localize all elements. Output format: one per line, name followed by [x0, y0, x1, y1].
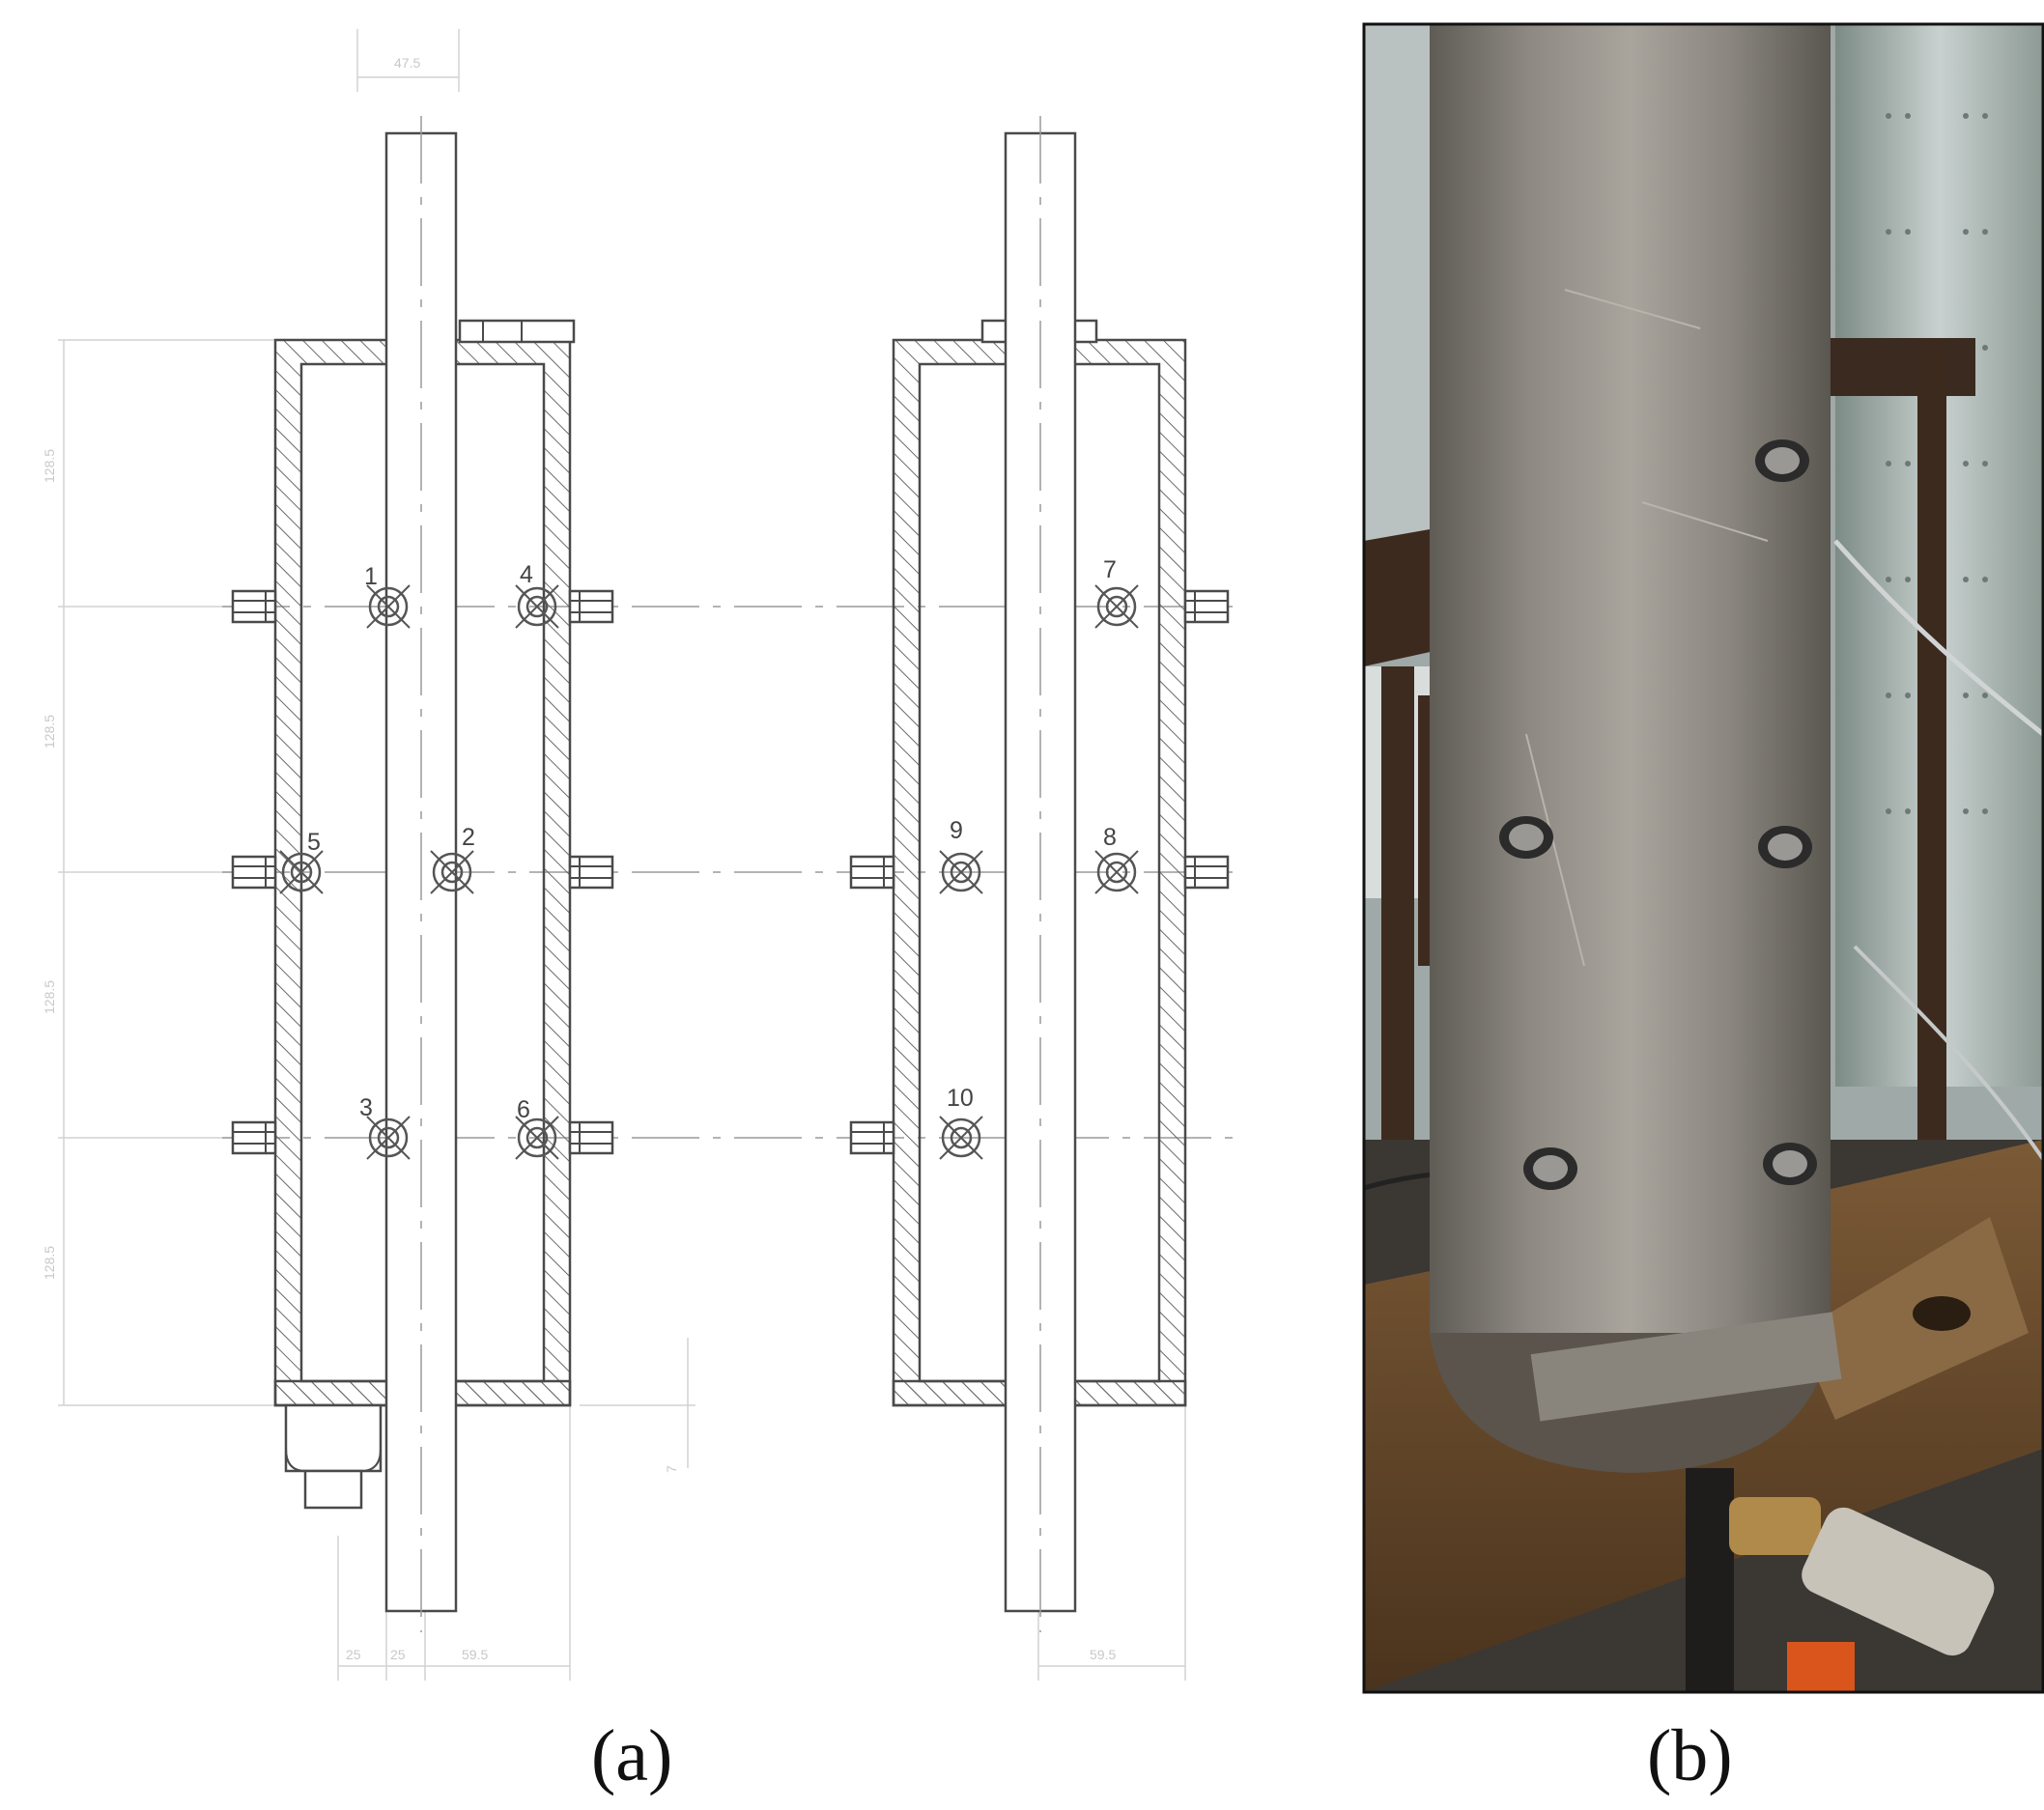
sensor-label-2: 2	[462, 824, 475, 851]
technical-drawing: 47.5 128.5 128.5 128.5 128.5 7 25 25 59.…	[42, 29, 1236, 1681]
dim-left-small-1: 25	[346, 1647, 361, 1662]
photo-panel	[1362, 22, 2044, 1694]
dim-left-small-2: 25	[390, 1647, 406, 1662]
dim-segment-2: 128.5	[42, 715, 57, 749]
sensor-label-3: 3	[359, 1094, 373, 1121]
dim-segment-4: 128.5	[42, 1246, 57, 1280]
sensor-label-1: 1	[364, 563, 378, 590]
left-column-section: 1 2 3 4 5 6	[231, 116, 614, 1632]
sensor-label-7: 7	[1103, 556, 1117, 583]
dimension-labels: 47.5 128.5 128.5 128.5 128.5 7 25 25 59.…	[42, 55, 1116, 1662]
dim-top-width: 47.5	[394, 55, 420, 71]
photo-port-bolts	[1499, 439, 1817, 1190]
right-column-section: 7 8 9 10	[849, 116, 1230, 1632]
sensor-label-8: 8	[1103, 824, 1117, 851]
dim-offset-bottom: 7	[664, 1465, 679, 1473]
dim-right-width-b: 59.5	[1090, 1647, 1116, 1662]
row-center-lines	[222, 606, 1236, 1139]
dim-segment-1: 128.5	[42, 449, 57, 483]
sensor-label-9: 9	[950, 817, 963, 844]
sensor-label-10: 10	[947, 1085, 974, 1112]
panel-label-b: (b)	[1647, 1715, 1733, 1796]
sensor-label-5: 5	[307, 829, 321, 856]
dim-segment-3: 128.5	[42, 980, 57, 1014]
sensor-label-4: 4	[520, 561, 533, 588]
dim-right-width-a: 59.5	[462, 1647, 488, 1662]
panel-label-a: (a)	[591, 1715, 673, 1796]
sensor-label-6: 6	[517, 1096, 530, 1123]
